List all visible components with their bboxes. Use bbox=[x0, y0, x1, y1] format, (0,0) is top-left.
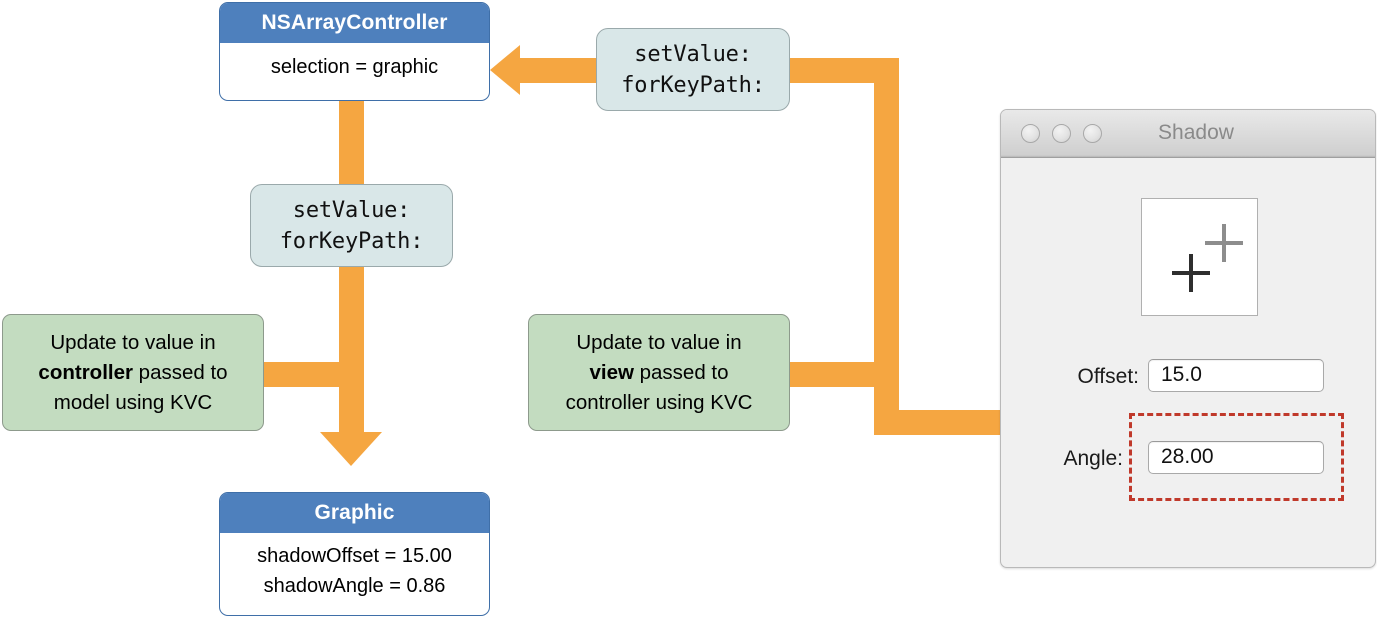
plus-main-icon bbox=[1172, 254, 1210, 292]
note-controller-line2-rest: passed to bbox=[132, 360, 228, 384]
zoom-button[interactable] bbox=[1083, 124, 1102, 143]
offset-label: Offset: bbox=[1077, 365, 1139, 388]
message-setvalue-forkeypath-left[interactable]: setValue: forKeyPath: bbox=[250, 184, 453, 267]
graphic-title: Graphic bbox=[220, 493, 489, 533]
note-view-line3: controller using KVC bbox=[565, 390, 753, 414]
window-titlebar[interactable]: Shadow bbox=[1001, 110, 1375, 158]
graphic-shadowoffset: shadowOffset = 15.00 bbox=[257, 545, 452, 567]
graphic-shadowangle: shadowAngle = 0.86 bbox=[263, 575, 446, 597]
nsarraycontroller-title: NSArrayController bbox=[220, 3, 489, 43]
node-nsarraycontroller[interactable]: NSArrayController selection = graphic bbox=[219, 2, 490, 101]
note-view-line1: Update to value in bbox=[576, 330, 742, 354]
shadow-window[interactable]: Shadow Offset: 15.0 Angle: 28.00 bbox=[1000, 109, 1376, 568]
angle-label: Angle: bbox=[1063, 447, 1123, 470]
minimize-button[interactable] bbox=[1052, 124, 1071, 143]
message-top-line1: setValue: bbox=[634, 41, 752, 67]
message-left-line1: setValue: bbox=[292, 197, 411, 223]
angle-input[interactable]: 28.00 bbox=[1148, 441, 1324, 474]
note-controller-emphasis: controller bbox=[38, 360, 133, 384]
window-title: Shadow bbox=[1158, 121, 1234, 144]
plus-shadow-icon bbox=[1205, 224, 1243, 262]
note-view-line2: view passed to bbox=[529, 358, 789, 388]
note-view-emphasis: view bbox=[589, 360, 634, 384]
message-left-line2: forKeyPath: bbox=[279, 228, 424, 254]
note-controller-to-model: Update to value in controller passed to … bbox=[2, 314, 264, 431]
offset-input[interactable]: 15.0 bbox=[1148, 359, 1324, 392]
node-graphic[interactable]: Graphic shadowOffset = 15.00 shadowAngle… bbox=[219, 492, 490, 616]
note-controller-line1: Update to value in bbox=[50, 330, 216, 354]
connector-arrowhead-left bbox=[490, 45, 520, 95]
nsarraycontroller-body: selection = graphic bbox=[270, 56, 439, 78]
note-view-line2-rest: passed to bbox=[633, 360, 729, 384]
connector-note-view-branch bbox=[788, 362, 888, 387]
note-view-to-controller: Update to value in view passed to contro… bbox=[528, 314, 790, 431]
note-controller-line2: controller passed to bbox=[3, 358, 263, 388]
shadow-preview bbox=[1141, 198, 1258, 316]
graphic-body: shadowOffset = 15.00 shadowAngle = 0.86 bbox=[220, 533, 489, 611]
message-top-line2: forKeyPath: bbox=[621, 72, 765, 98]
close-button[interactable] bbox=[1021, 124, 1040, 143]
note-controller-line3: model using KVC bbox=[53, 390, 213, 414]
connector-arrowhead-down bbox=[320, 432, 382, 466]
message-setvalue-forkeypath-top[interactable]: setValue: forKeyPath: bbox=[596, 28, 790, 111]
angle-highlight bbox=[1129, 413, 1344, 501]
connector-note-controller-branch bbox=[262, 362, 352, 387]
